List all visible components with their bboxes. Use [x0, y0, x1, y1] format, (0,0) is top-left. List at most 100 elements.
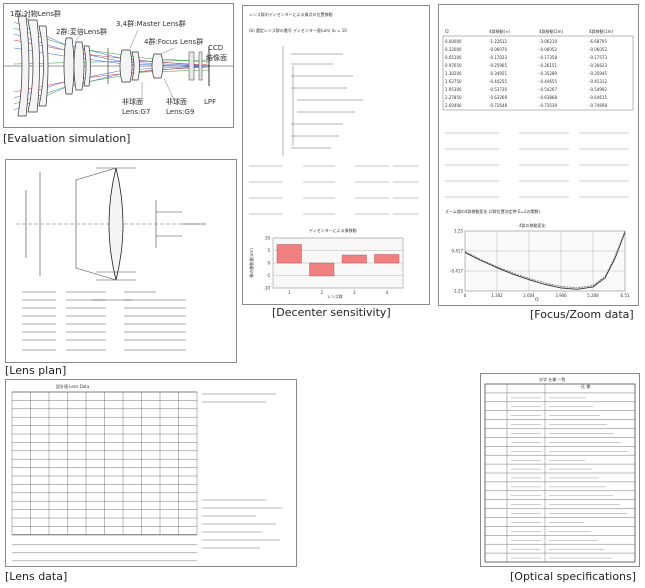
focus-y-tick: -0.417: [450, 269, 463, 274]
focus-table-cell: -0.26623: [589, 63, 607, 68]
decenter-y-tick: 5: [267, 248, 270, 253]
focus-table-cell: 0.32000: [445, 47, 462, 52]
focus-table-cell: -0.35289: [539, 71, 557, 76]
focus-table-cell: 1.95300: [445, 87, 462, 92]
decenter-title: レンズ群のディセンターによる像点の位置移動: [249, 11, 333, 17]
focus-table-cell: -0.06052: [539, 47, 557, 52]
focus-table-cell: 0.97650: [445, 63, 462, 68]
decenter-x-tick: 3: [353, 290, 356, 295]
focus-table-cell: -0.17573: [589, 55, 607, 60]
lens-group-3: [119, 49, 164, 83]
focus-table-header: 4群移動(∞): [489, 28, 510, 34]
label-lpf: LPF: [204, 98, 216, 106]
lens-plan-panel: [5, 159, 237, 363]
focus-table-cell: 1.30200: [445, 71, 462, 76]
lens-plan-spec-lines: [22, 291, 186, 351]
decenter-ylabel: 像の移動量(um): [248, 248, 254, 278]
label-ccd: CCD: [208, 44, 223, 52]
focus-table-cell: -0.73539: [539, 103, 557, 108]
focus-plot-area: [464, 230, 626, 292]
focus-table-cell: -0.45312: [589, 79, 607, 84]
lens-data-title: 設計値 Lens Data: [56, 383, 90, 389]
focus-table-cell: -0.17023: [489, 55, 507, 60]
focus-table-cell: -6.68795: [589, 39, 607, 44]
focus-table-cell: 2.27850: [445, 95, 462, 100]
focus-y-tick: 0.417: [452, 248, 464, 253]
optical-specs-col-header: 仕 様: [581, 383, 590, 389]
decenter-y-tick: -5: [266, 273, 270, 278]
focus-y-tick: 1.25: [454, 229, 463, 234]
label-group-3-4: 3,4群:Master Lens群: [116, 19, 186, 28]
focus-x-tick: 5.208: [587, 293, 599, 298]
focus-table-border: [442, 35, 634, 111]
focus-table-cell: -0.63269: [489, 95, 507, 100]
decenter-bar: [309, 262, 335, 277]
lens-data-side-notes: [202, 393, 282, 549]
focus-table-cell: 0.00000: [445, 39, 462, 44]
ray-bundle-red: [13, 39, 210, 93]
caption-lens-plan: [Lens plan]: [5, 364, 67, 377]
lens-drawing: [16, 167, 206, 301]
focus-table-cell: -0.54207: [539, 87, 557, 92]
focus-table-cell: -0.74698: [589, 103, 607, 108]
decenter-bar: [276, 244, 302, 264]
evaluation-simulation-panel: 1群:対物Lens群 2群:変倍Lens群 3,4群:Master Lens群 …: [3, 3, 234, 128]
decenter-formula: [282, 46, 363, 156]
decenter-x-tick: 1: [288, 290, 291, 295]
focus-table-cell: 0.65100: [445, 55, 462, 60]
focus-table-cell: -0.64615: [589, 95, 607, 100]
decenter-bar: [341, 254, 367, 264]
optical-specs-table: [484, 383, 636, 563]
focus-x-tick: 6.51: [621, 293, 630, 298]
caption-optical-specs: [Optical specifications]: [510, 570, 637, 583]
caption-evaluation: [Evaluation simulation]: [3, 132, 131, 145]
caption-focus-zoom: [Focus/Zoom data]: [530, 308, 634, 321]
focus-table-cell: -3.06210: [539, 39, 557, 44]
decenter-results: [249, 165, 419, 215]
focus-chart-title: 4群の移動変化: [519, 222, 546, 228]
decenter-xlabel: レンズ群: [327, 293, 343, 299]
optical-specs-title: 光学 仕様 一覧: [539, 376, 566, 382]
focus-table-cell: -0.34951: [489, 71, 507, 76]
focus-derived-values: [445, 132, 629, 198]
label-lens-g7: Lens:G7: [122, 108, 150, 116]
focus-x-tick: 2.604: [523, 293, 535, 298]
lens-data-panel: 設計値 Lens Data: [5, 379, 297, 567]
caption-decenter: [Decenter sensitivity]: [272, 306, 391, 319]
lens-data-table: [11, 391, 198, 562]
focus-table-cell: -1.22612: [489, 39, 507, 44]
focus-table-cell: 2.60400: [445, 103, 462, 108]
focus-table-cell: -0.26151: [539, 63, 557, 68]
focus-table-cell: -0.44655: [539, 79, 557, 84]
focus-table-cell: -0.63868: [539, 95, 557, 100]
decenter-subtitle: (b) 選定レンズ群の番号 ディセンター量(um) d₀ = 10: [249, 27, 347, 33]
focus-table-cell: -0.17358: [539, 55, 557, 60]
focus-x-tick: 0: [464, 293, 467, 298]
focus-table-cell: -0.06070: [489, 47, 507, 52]
focus-table-cell: -0.06052: [589, 47, 607, 52]
focus-series-line: [464, 232, 626, 290]
focus-xlabel: f2: [535, 297, 539, 302]
focus-table-cell: -0.25965: [489, 63, 507, 68]
focus-x-tick: 1.302: [491, 293, 503, 298]
focus-series-line: [464, 230, 626, 289]
label-lens-g9: Lens:G9: [166, 108, 194, 116]
caption-lens-data: [Lens data]: [5, 570, 68, 583]
decenter-chart-title: ディセンターによる像移動: [309, 227, 357, 233]
decenter-bar: [374, 254, 400, 264]
focus-x-tick: 3.906: [555, 293, 567, 298]
focus-chart: 1.25 0.417 -0.417 -1.250 1.302 2.604 3.906 5.20…: [450, 229, 630, 299]
decenter-y-tick: 0: [267, 261, 270, 266]
focus-table-cell: -0.44255: [489, 79, 507, 84]
label-aspheric-1: 非球面: [122, 97, 143, 106]
focus-y-tick: -1.25: [453, 289, 464, 294]
focus-table-cell: -0.54992: [589, 87, 607, 92]
decenter-y-tick: -10: [263, 286, 270, 291]
focus-table-cell: -0.72648: [489, 103, 507, 108]
decenter-sensitivity-panel: レンズ群のディセンターによる像点の位置移動 (b) 選定レンズ群の番号 ディセン…: [242, 5, 430, 305]
label-group-1: 1群:対物Lens群: [10, 9, 61, 18]
lens-layout-diagram: 1群:対物Lens群 2群:変倍Lens群 3,4群:Master Lens群 …: [4, 9, 233, 117]
